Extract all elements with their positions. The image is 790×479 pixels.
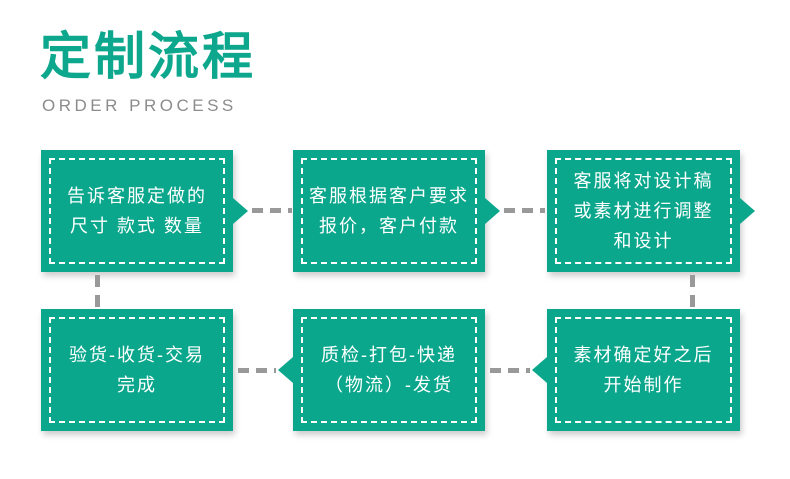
flow-step-2: 客服根据客户要求 报价，客户付款 xyxy=(293,150,485,272)
flow-step-final-line-1: 验货-收货-交易 xyxy=(69,345,205,365)
flow-step-3-line-1: 客服将对设计稿 xyxy=(573,171,714,191)
flow-step-7-final: 验货-收货-交易 完成 xyxy=(41,309,233,431)
flow-step-1-line-1: 告诉客服定做的 xyxy=(67,186,207,206)
connector-dashed-horizontal xyxy=(490,368,530,373)
flow-step-3: 客服将对设计稿 或素材进行调整 和设计 xyxy=(547,150,740,272)
page-title: 定制流程 xyxy=(40,28,257,85)
flow-step-final-label: 验货-收货-交易 完成 xyxy=(69,340,205,400)
flow-step-4-line-1: 素材确定好之后 xyxy=(573,345,714,365)
flow-step-4-line-2: 开始制作 xyxy=(603,375,684,395)
flow-step-3-label: 客服将对设计稿 或素材进行调整 和设计 xyxy=(574,166,714,256)
arrow-left-icon xyxy=(278,357,293,383)
connector-dashed-horizontal xyxy=(238,368,276,373)
page-subtitle: ORDER PROCESS xyxy=(42,96,237,115)
flow-step-4: 素材确定好之后 开始制作 xyxy=(547,309,740,431)
flow-step-5-line-1: 质检-打包-快递 xyxy=(321,345,457,365)
flow-step-3-line-2: 或素材进行调整 xyxy=(573,201,714,221)
flow-step-2-line-2: 报价，客户付款 xyxy=(319,216,459,236)
arrow-left-icon xyxy=(532,357,547,383)
arrow-right-icon xyxy=(233,198,248,224)
connector-dashed-horizontal xyxy=(504,208,545,213)
flow-step-4-label: 素材确定好之后 开始制作 xyxy=(574,340,714,400)
connector-dashed-vertical xyxy=(95,275,100,307)
flow-step-5: 质检-打包-快递 （物流）-发货 xyxy=(293,309,485,431)
flow-step-1-label: 告诉客服定做的 尺寸 款式 数量 xyxy=(67,181,207,241)
arrow-right-icon xyxy=(485,198,500,224)
flow-step-5-label: 质检-打包-快递 （物流）-发货 xyxy=(321,340,457,400)
flow-step-2-label: 客服根据客户要求 报价，客户付款 xyxy=(309,181,469,241)
arrow-right-icon xyxy=(740,198,755,224)
flow-step-1-line-2: 尺寸 款式 数量 xyxy=(69,216,204,236)
flow-step-final-line-2: 完成 xyxy=(117,375,157,395)
connector-dashed-horizontal xyxy=(252,208,292,213)
flow-step-2-line-1: 客服根据客户要求 xyxy=(309,186,469,206)
flow-step-5-line-2: （物流）-发货 xyxy=(325,375,453,395)
flow-step-1: 告诉客服定做的 尺寸 款式 数量 xyxy=(41,150,233,272)
flow-step-3-line-3: 和设计 xyxy=(613,231,674,251)
connector-dashed-vertical xyxy=(690,275,695,307)
